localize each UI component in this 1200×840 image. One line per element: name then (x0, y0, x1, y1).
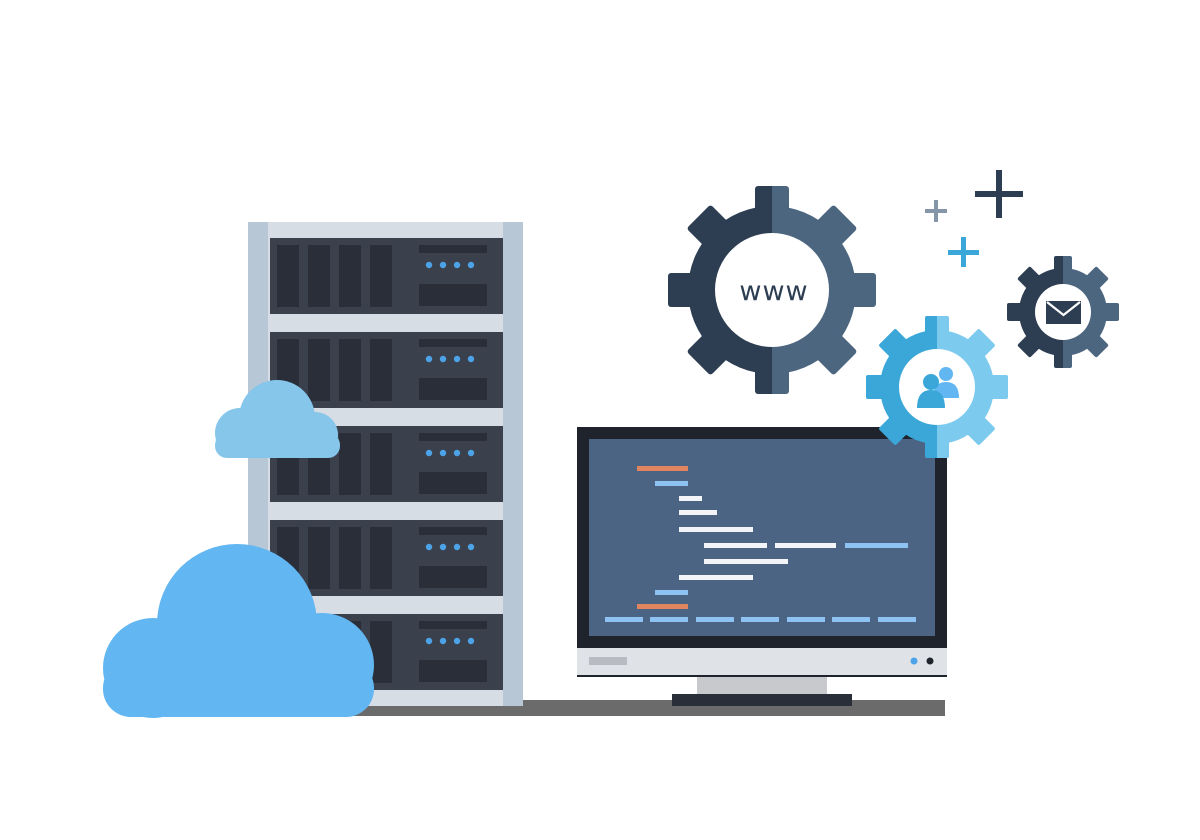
plus-icon-blue (948, 237, 979, 267)
gear-www-icon: www (668, 186, 876, 394)
users-icon (917, 367, 959, 408)
mail-icon (1046, 301, 1081, 324)
www-label: www (739, 276, 808, 307)
code-lines (605, 466, 916, 622)
cloud-icon-small (215, 380, 340, 458)
code-monitor-icon (577, 427, 947, 706)
cloud-icon (103, 544, 374, 718)
plus-icon-small (925, 200, 947, 222)
gear-mail-icon (1007, 256, 1119, 368)
plus-icon (975, 170, 1023, 218)
server-unit (270, 238, 503, 314)
gear-users-icon (866, 316, 1008, 458)
